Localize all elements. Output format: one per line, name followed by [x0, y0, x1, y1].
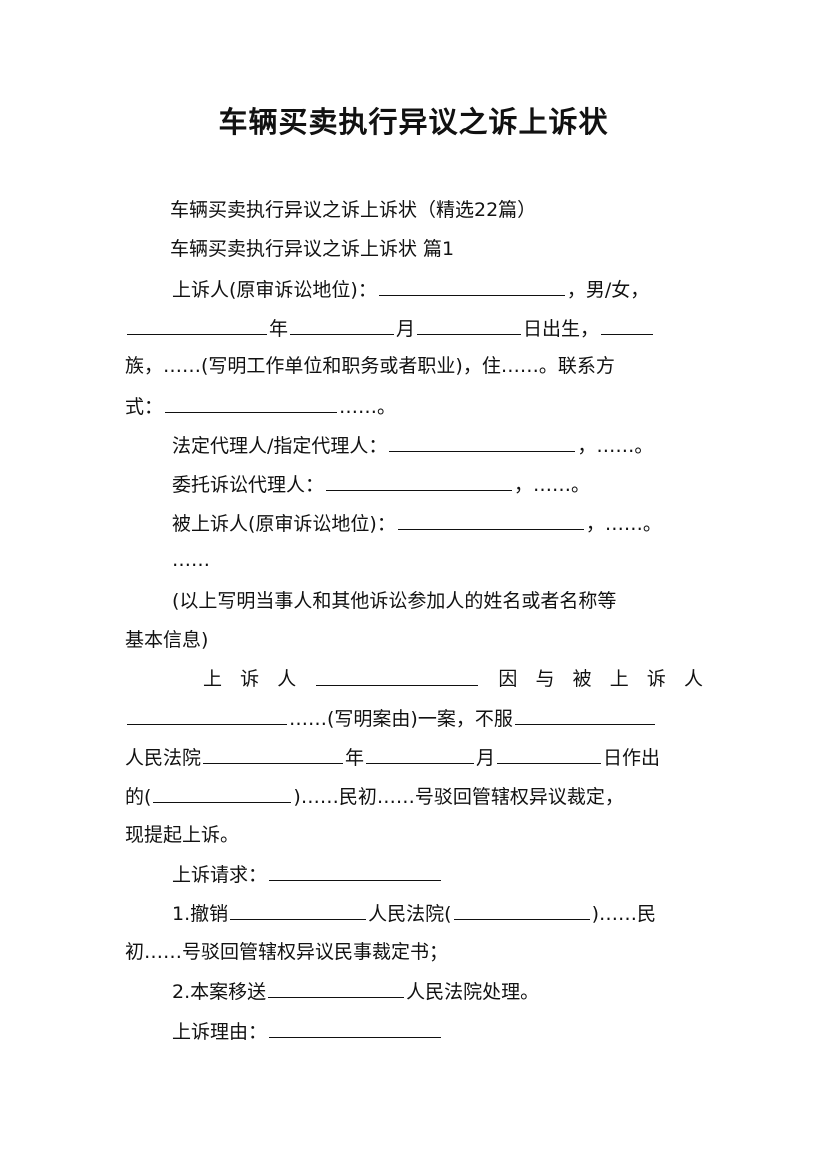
reason-blank[interactable] — [269, 1017, 442, 1038]
reason-line: 上诉理由： — [172, 1017, 443, 1046]
char: 人 — [277, 668, 297, 690]
item-2-line: 2.本案移送 人民法院处理。 — [172, 977, 539, 1006]
ruling-year-blank[interactable] — [203, 743, 344, 764]
item-1-end: )……民 — [591, 903, 656, 925]
request-line: 上诉请求： — [172, 860, 443, 889]
reason-label: 上诉理由： — [172, 1021, 268, 1043]
appellee-blank[interactable] — [397, 509, 584, 530]
body-line-1: 上 诉 人 因 与 被 上 诉 人 — [203, 665, 703, 693]
appellant-line-1: 上诉人(原审诉讼地位)： ，男/女， — [172, 275, 649, 304]
item-1-court-blank[interactable] — [230, 899, 367, 920]
month-label: 月 — [396, 318, 416, 340]
appellant-gender: ，男/女， — [566, 279, 650, 301]
appellant-blank-2[interactable] — [316, 665, 479, 686]
body-line-5: 现提起上诉。 — [125, 824, 240, 846]
case-year-blank[interactable] — [153, 782, 292, 803]
item-1-mid: 人民法院( — [368, 903, 452, 925]
char: 上 — [203, 668, 223, 690]
appellant-name-blank[interactable] — [378, 275, 565, 296]
legal-rep-label: 法定代理人/指定代理人： — [172, 435, 388, 457]
appellant-line-4: 式： ……。 — [125, 392, 396, 421]
case-no-start: 的( — [125, 786, 152, 808]
note-line-2: 基本信息) — [125, 629, 209, 651]
ellipsis-line: …… — [172, 549, 210, 571]
section-heading: 车辆买卖执行异议之诉上诉状 篇1 — [170, 238, 455, 260]
month-label: 月 — [476, 747, 496, 769]
item-2-court-blank[interactable] — [268, 977, 405, 998]
ruling-month-blank[interactable] — [366, 743, 475, 764]
legal-rep-blank[interactable] — [389, 431, 576, 452]
ruling-day-blank[interactable] — [497, 743, 602, 764]
year-label: 年 — [269, 318, 289, 340]
appellee-suffix: ，……。 — [585, 513, 662, 535]
agent-suffix: ，……。 — [514, 474, 591, 496]
appellee-line: 被上诉人(原审诉讼地位)： ，……。 — [172, 509, 662, 538]
item-1-line-2: 初……号驳回管辖权异议民事裁定书； — [125, 941, 449, 963]
case-text: ……(写明案由)一案，不服 — [289, 708, 513, 730]
char: 被 — [572, 668, 592, 690]
legal-rep-suffix: ，……。 — [577, 435, 654, 457]
agent-line: 委托诉讼代理人： ，……。 — [172, 470, 590, 499]
item-1-start: 1.撤销 — [172, 903, 229, 925]
char: 诉 — [240, 668, 260, 690]
court-blank[interactable] — [514, 704, 655, 725]
item-2-end: 人民法院处理。 — [406, 981, 540, 1003]
legal-rep-line: 法定代理人/指定代理人： ，……。 — [172, 431, 653, 460]
work-text: ……(写明工作单位和职务或者职业)，住……。联系方 — [163, 355, 615, 377]
char: 因 — [498, 668, 518, 690]
char: 与 — [535, 668, 555, 690]
agent-blank[interactable] — [326, 470, 513, 491]
char: 人 — [683, 668, 703, 690]
year-label: 年 — [345, 747, 365, 769]
appellant-line-2: 年 月 日出生， — [125, 314, 655, 343]
char: 诉 — [646, 668, 666, 690]
document-title: 车辆买卖执行异议之诉上诉状 — [218, 105, 609, 139]
body-line-3: 人民法院 年 月 日作出 — [125, 743, 660, 772]
request-label: 上诉请求： — [172, 864, 268, 886]
item-1-year-blank[interactable] — [453, 899, 590, 920]
contact-ellipsis: ……。 — [339, 396, 397, 418]
court-label: 人民法院 — [125, 747, 202, 769]
item-1-line: 1.撤销 人民法院( )……民 — [172, 899, 656, 928]
appellant-label: 上诉人(原审诉讼地位)： — [172, 279, 377, 301]
agent-label: 委托诉讼代理人： — [172, 474, 325, 496]
request-blank[interactable] — [269, 860, 442, 881]
appellee-label: 被上诉人(原审诉讼地位)： — [172, 513, 396, 535]
subtitle: 车辆买卖执行异议之诉上诉状（精选22篇） — [170, 199, 537, 221]
body-line-4: 的( )……民初……号驳回管辖权异议裁定， — [125, 782, 624, 811]
note-line-1: (以上写明当事人和其他诉讼参加人的姓名或者名称等 — [172, 590, 617, 612]
ethnic-label: 族， — [125, 355, 164, 377]
char: 上 — [609, 668, 629, 690]
case-no-end: )……民初……号驳回管辖权异议裁定， — [293, 786, 624, 808]
item-2-start: 2.本案移送 — [172, 981, 267, 1003]
birth-year-blank[interactable] — [127, 314, 267, 335]
contact-blank[interactable] — [165, 392, 338, 413]
appellee-blank-2[interactable] — [127, 704, 287, 725]
contact-label: 式： — [125, 396, 164, 418]
body-line-2: ……(写明案由)一案，不服 — [125, 704, 657, 733]
ethnicity-blank[interactable] — [601, 314, 654, 335]
appellant-line-3: 族，……(写明工作单位和职务或者职业)，住……。联系方 — [125, 352, 615, 380]
birth-day-blank[interactable] — [417, 314, 522, 335]
ruling-end: 日作出 — [603, 747, 661, 769]
born-label: 日出生， — [523, 318, 600, 340]
birth-month-blank[interactable] — [290, 314, 395, 335]
